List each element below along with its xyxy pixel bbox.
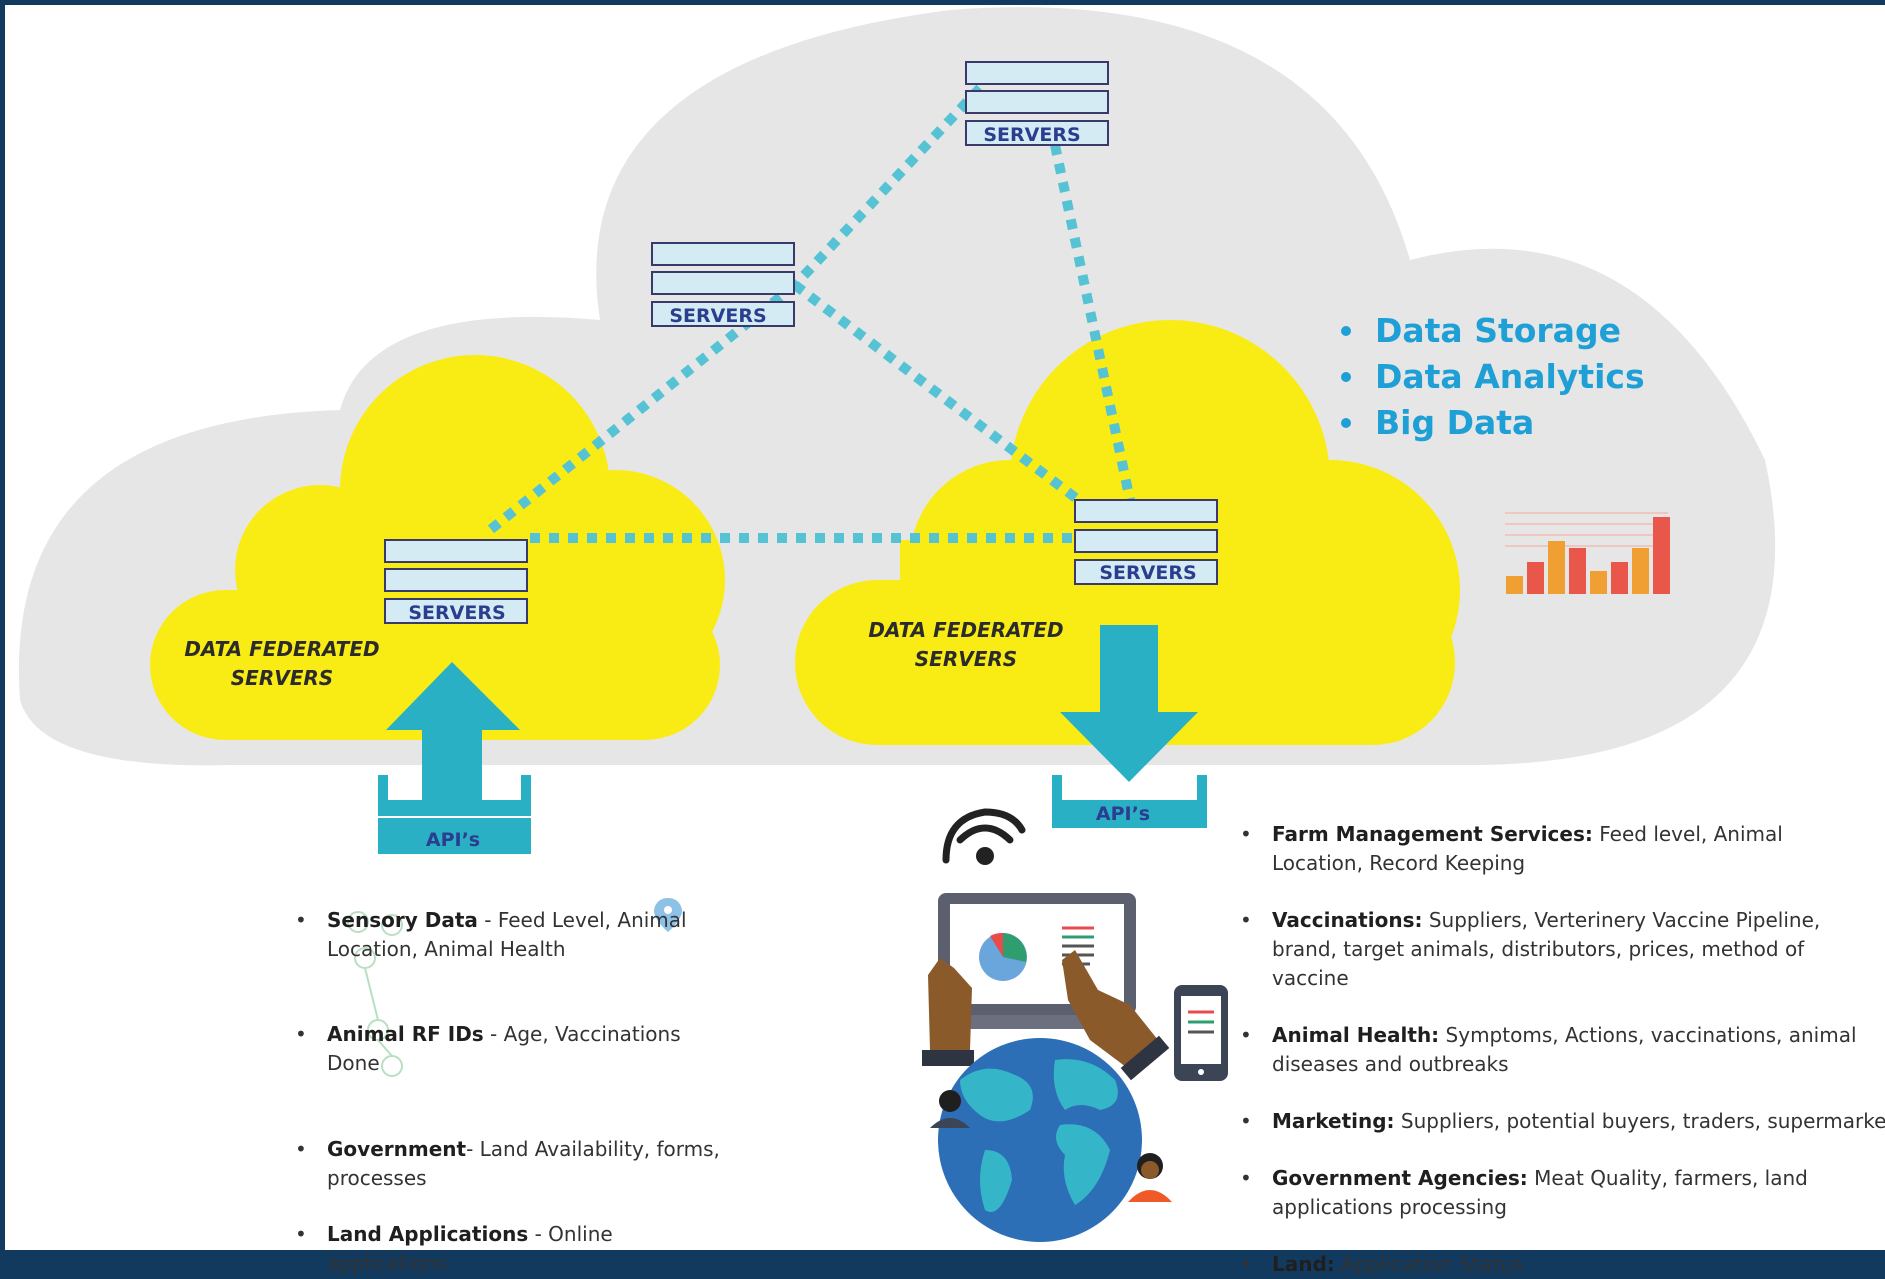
item-title: Marketing: [1272, 1109, 1395, 1133]
services-list: • Farm Management Services: Feed level, … [1240, 820, 1885, 1279]
item-text: Suppliers, potential buyers, traders, su… [1400, 1109, 1885, 1133]
item-separator: - [466, 1137, 480, 1161]
bullet: • [295, 908, 307, 932]
servers-label-left: SERVERS [408, 602, 505, 624]
servers-label-middle: SERVERS [669, 305, 766, 327]
feature-data-analytics: Data Analytics [1375, 357, 1645, 396]
person-icon [1128, 1153, 1172, 1202]
item-separator: - [477, 908, 498, 932]
list-item-sensory-data: • Sensory Data - Feed Level, Animal Loca… [295, 906, 735, 964]
api-tray-left [378, 775, 531, 854]
bullet: • [295, 1022, 307, 1046]
bullet: • [1240, 822, 1252, 846]
item-title: Vaccinations: [1272, 908, 1423, 932]
bullet: • [295, 1137, 307, 1161]
feature-data-storage: Data Storage [1375, 311, 1621, 350]
api-tray-right [1052, 775, 1207, 828]
list-item-animal-health: • Animal Health: Symptoms, Actions, vacc… [1240, 1021, 1880, 1079]
federated-label-left-2: SERVERS [231, 666, 333, 690]
download-arrow [1060, 625, 1198, 782]
item-title: Sensory Data [327, 908, 478, 932]
item-text: Suppliers, Verterinery Vaccine Pipeline,… [1272, 908, 1821, 990]
servers-left [384, 539, 528, 624]
wifi-icon [942, 808, 1026, 865]
network-doodle [347, 911, 403, 1077]
item-text: Application Status [1341, 1252, 1523, 1276]
servers-top [965, 61, 1109, 146]
list-item-government-agencies: • Government Agencies: Meat Quality, far… [1240, 1164, 1880, 1222]
upload-arrow [386, 662, 520, 815]
item-title: Land: [1272, 1252, 1335, 1276]
servers-right [1074, 499, 1218, 585]
feature-list: Data Storage Data Analytics Big Data [1341, 311, 1645, 442]
feature-big-data: Big Data [1375, 403, 1534, 442]
list-item-vaccinations: • Vaccinations: Suppliers, Verterinery V… [1240, 906, 1880, 993]
pie-chart-icon [979, 932, 1027, 981]
api-label-right: API’s [1096, 803, 1150, 825]
servers-label-top: SERVERS [983, 124, 1080, 146]
link-top-mid [791, 84, 984, 289]
bullet: • [1240, 1109, 1252, 1133]
federated-label-right-2: SERVERS [915, 647, 1017, 671]
globe-icon [938, 1038, 1142, 1242]
item-separator: - [483, 1022, 504, 1046]
list-item-farm-management: • Farm Management Services: Feed level, … [1240, 820, 1880, 878]
servers-middle [651, 242, 795, 327]
tablet-icon [938, 893, 1136, 1029]
api-label-left: API’s [426, 829, 480, 851]
item-title: Farm Management Services: [1272, 822, 1593, 846]
bullet: • [1240, 1166, 1252, 1190]
item-text: Land Availability, forms, processes [327, 1137, 720, 1190]
list-item-land: • Land: Application Status [1240, 1250, 1880, 1279]
hand-icon [922, 950, 1170, 1081]
feature-bullet [1341, 418, 1351, 428]
item-title: Land Applications [327, 1222, 529, 1246]
item-title: Government [327, 1137, 467, 1161]
federated-label-right-1: DATA FEDERATED [868, 618, 1063, 642]
item-title: Animal Health: [1272, 1023, 1440, 1047]
list-item-land-applications: • Land Applications - Online application… [295, 1220, 735, 1278]
link-top-right [1050, 143, 1135, 502]
bar-chart-icon [1505, 512, 1670, 594]
federated-label-left-1: DATA FEDERATED [184, 637, 379, 661]
data-sources-list: • Sensory Data - Feed Level, Animal Loca… [295, 906, 735, 1278]
bullet: • [1240, 1023, 1252, 1047]
list-item-marketing: • Marketing: Suppliers, potential buyers… [1240, 1107, 1885, 1136]
item-text: Feed Level, Animal Location, Animal Heal… [327, 908, 687, 961]
item-separator: - [528, 1222, 549, 1246]
item-title: Government Agencies: [1272, 1166, 1528, 1190]
person-icon [930, 1090, 970, 1128]
item-text: Age, Vaccinations Done [327, 1022, 681, 1075]
link-mid-right [791, 281, 1089, 509]
feature-bullet [1341, 326, 1351, 336]
servers-label-right: SERVERS [1099, 562, 1196, 584]
bullet: • [1240, 1252, 1252, 1276]
item-text: Meat Quality, farmers, land applications… [1272, 1166, 1808, 1219]
bullet: • [1240, 908, 1252, 932]
location-pin-icon [654, 898, 682, 932]
list-item-animal-rfids: • Animal RF IDs - Age, Vaccinations Done [295, 1020, 735, 1078]
smartphone-icon [1174, 985, 1228, 1081]
item-text: Symptoms, Actions, vaccinations, animal … [1272, 1023, 1857, 1076]
item-text: Feed level, Animal Location, Record Keep… [1272, 822, 1783, 875]
list-item-government: • Government- Land Availability, forms, … [295, 1135, 735, 1193]
architecture-diagram: SERVERS SERVERS SERVERS SERVERS DATA FED… [5, 5, 1885, 1250]
item-title: Animal RF IDs [327, 1022, 484, 1046]
bullet: • [295, 1222, 307, 1246]
feature-bullet [1341, 372, 1351, 382]
